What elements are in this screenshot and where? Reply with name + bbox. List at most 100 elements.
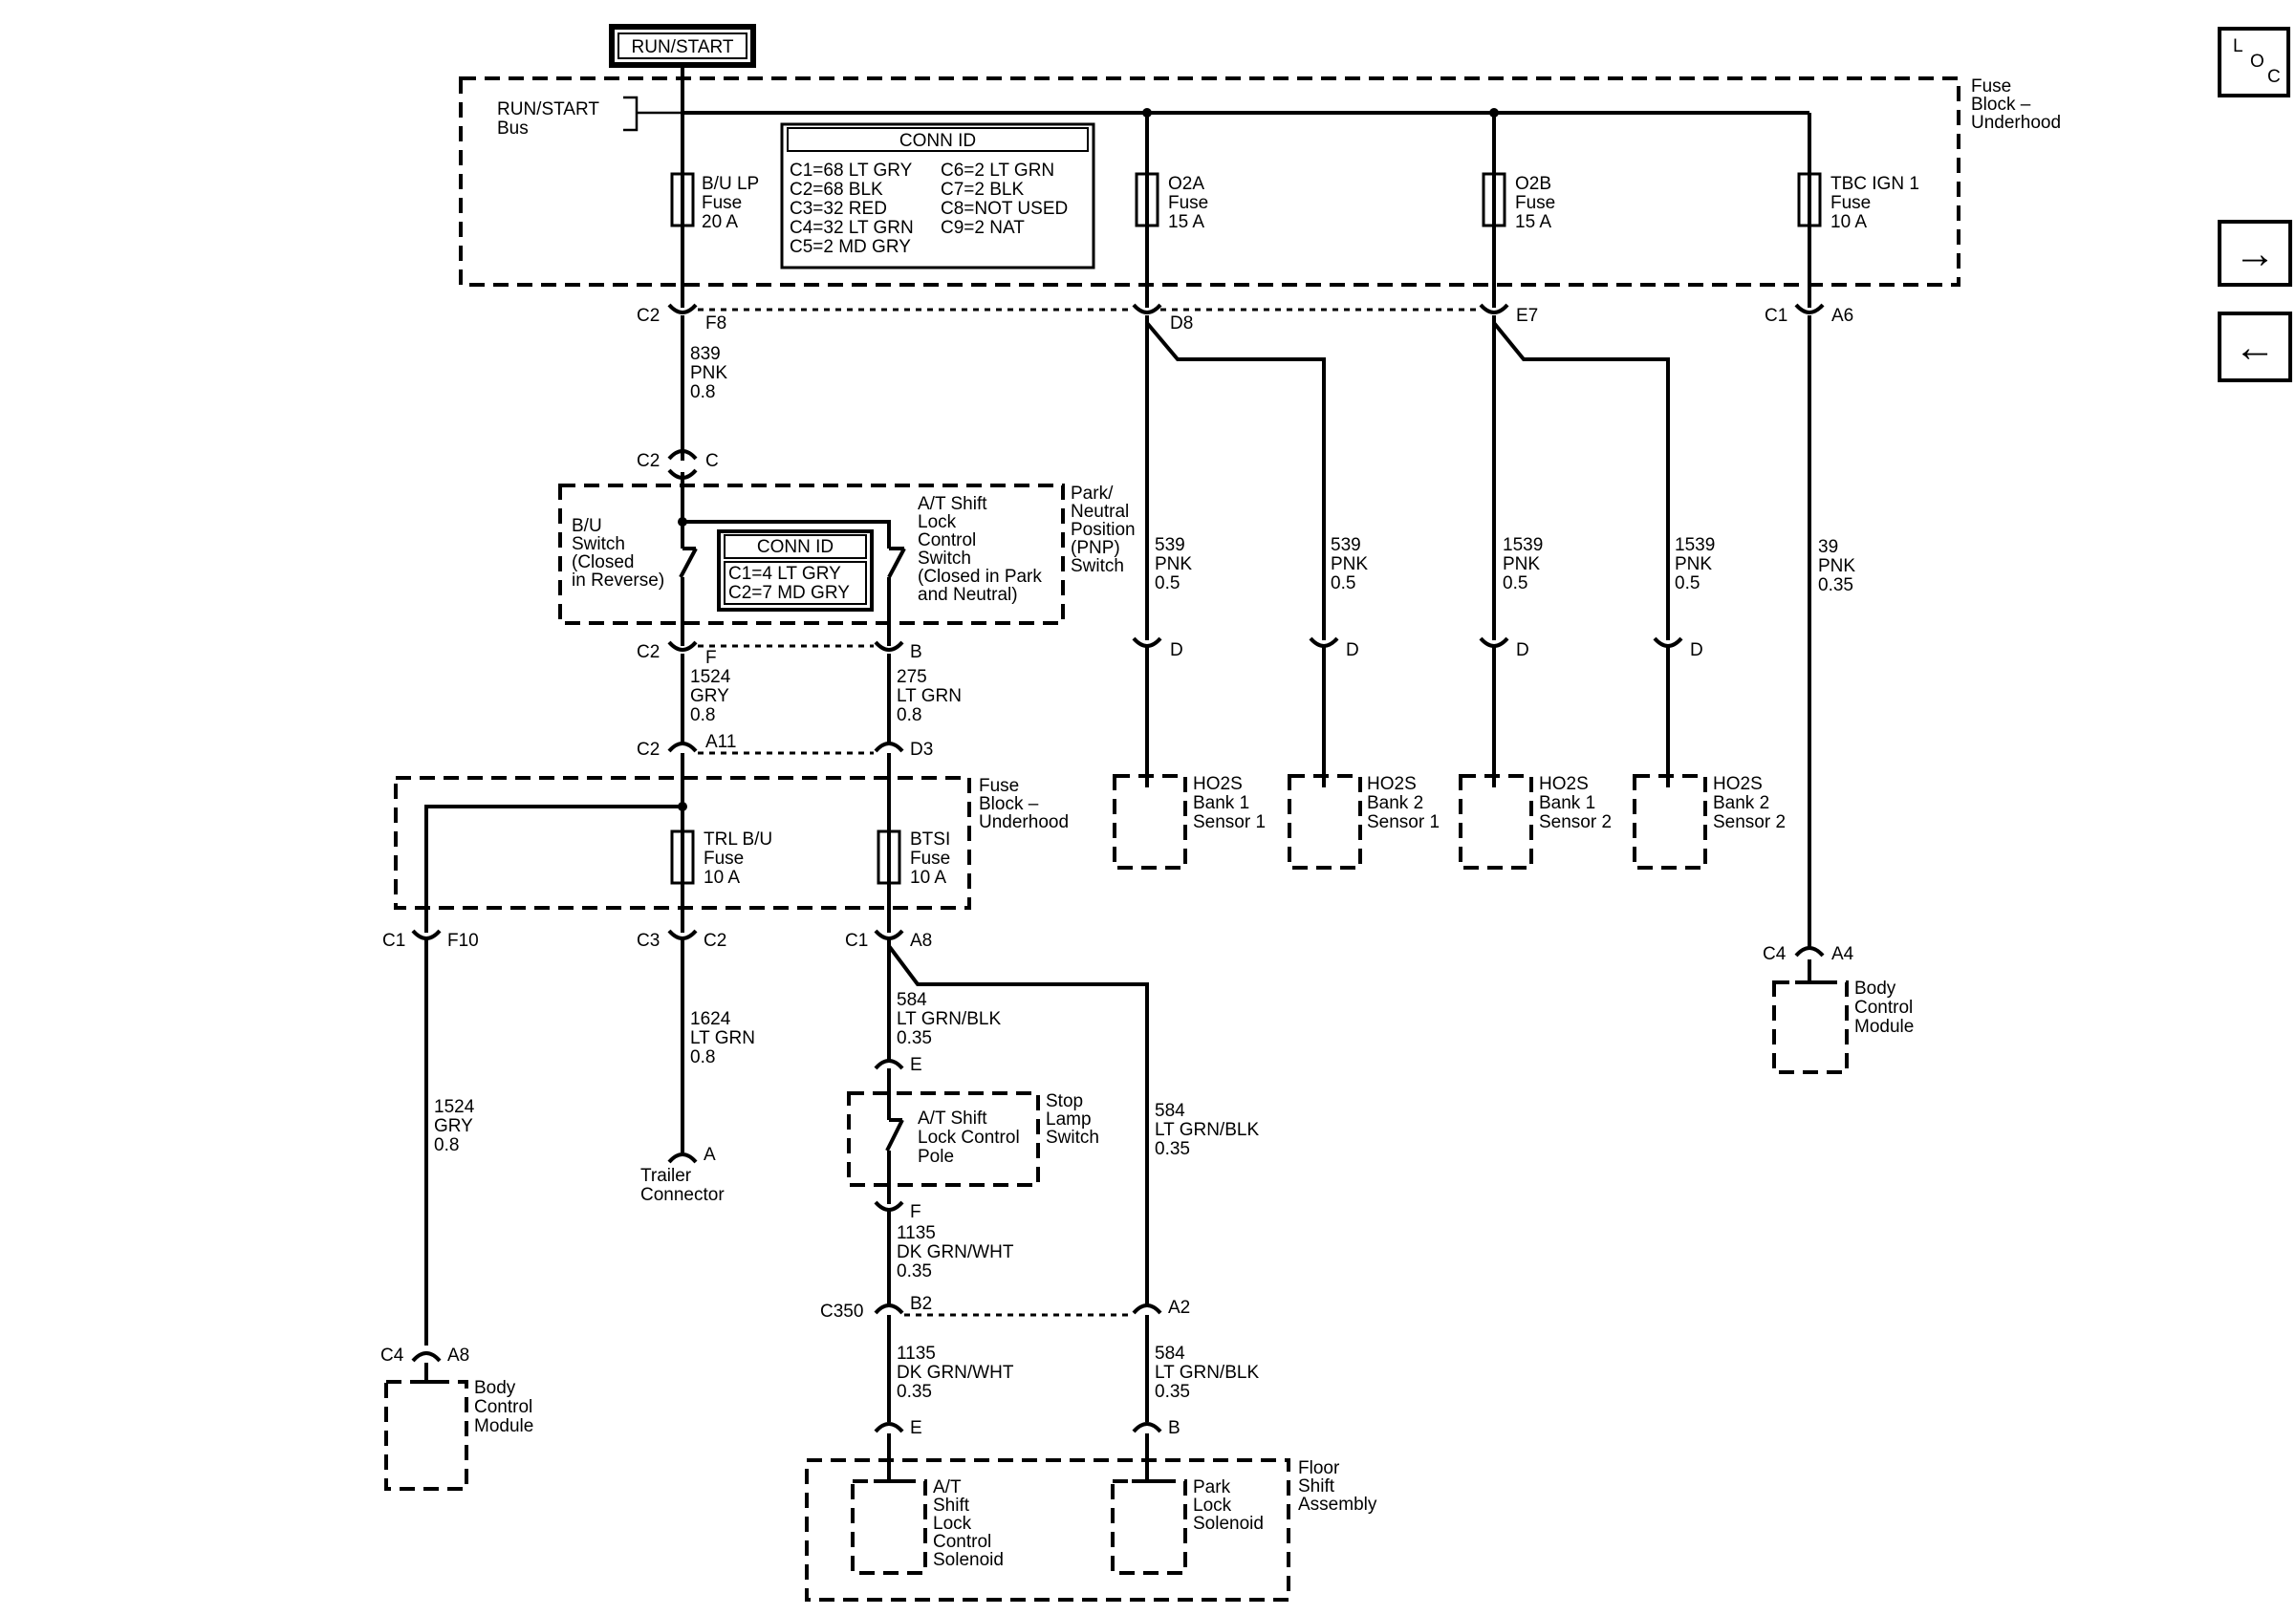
connector-trailer-a (667, 1152, 698, 1164)
sensor-label: Bank 2 (1713, 793, 1769, 813)
wire-label: LT GRN (897, 686, 962, 706)
connector-label: A8 (447, 1346, 469, 1366)
bcm-label: Body (474, 1378, 516, 1398)
sensor-ho2s-bank2-sensor1: HO2S Bank 2 Sensor 1 (1288, 646, 1440, 870)
wire-label: 0.5 (1331, 573, 1355, 593)
conn-id-row: C1=68 LT GRY (790, 161, 913, 181)
shift-switch-label: and Neutral) (918, 585, 1018, 605)
fuse-rating: 15 A (1168, 212, 1204, 232)
conn-id-row: C8=NOT USED (941, 199, 1068, 219)
pole-label: A/T Shift (918, 1109, 987, 1129)
forward-button[interactable]: → (2218, 220, 2292, 287)
stop-lamp-label: Switch (1046, 1128, 1099, 1148)
fuse-block-top-outline (459, 76, 1960, 287)
wire-label: 539 (1155, 535, 1185, 555)
arrow-right-icon: → (2234, 230, 2276, 277)
fuse-word: Fuse (1515, 193, 1555, 213)
floor-shift-label: Floor (1298, 1458, 1340, 1478)
connector-d3 (874, 742, 904, 753)
solenoid-label: Solenoid (933, 1550, 1004, 1570)
bcm-label: Module (1854, 1017, 1914, 1037)
connector-c4-a4 (1794, 946, 1825, 958)
connector-label: D (1516, 640, 1529, 660)
connector-label: D3 (910, 740, 933, 760)
conn-id-pnp: CONN ID C1=4 LT GRY C2=7 MD GRY (717, 529, 874, 612)
wire-label: 0.8 (690, 382, 715, 402)
fuse-tbc-ign1: TBC IGN 1 Fuse 10 A (1797, 113, 1919, 232)
fuse-rating: 10 A (910, 868, 946, 888)
wire-label: 584 (897, 990, 927, 1010)
floor-shift-label: Assembly (1298, 1495, 1377, 1515)
conn-id-row: C5=2 MD GRY (790, 237, 911, 257)
bu-switch-label: in Reverse) (572, 571, 664, 591)
bus-label-2: Bus (497, 118, 529, 139)
connector-label: C4 (1763, 944, 1787, 964)
connector-e-floor (874, 1422, 904, 1433)
wire-label: LT GRN/BLK (897, 1009, 1001, 1029)
wire-label: 0.5 (1675, 573, 1700, 593)
fuse-word: Fuse (704, 849, 744, 869)
fuse-word: Fuse (702, 193, 742, 213)
wire-label: 839 (690, 344, 721, 364)
sensor-label: HO2S (1713, 774, 1763, 794)
conn-id-row: C3=32 RED (790, 199, 887, 219)
fuse-o2b: O2B Fuse 15 A (1482, 113, 1555, 232)
solenoid-label: A/T (933, 1477, 962, 1497)
pnp-label: Neutral (1071, 502, 1129, 522)
stop-lamp-label: Lamp (1046, 1109, 1092, 1130)
fuse-word: Fuse (1168, 193, 1208, 213)
bcm-label: Body (1854, 979, 1896, 999)
connector-label: C2 (637, 306, 660, 326)
wire-label: 584 (1155, 1101, 1185, 1121)
sensor-ho2s-bank1-sensor1: HO2S Bank 1 Sensor 1 (1113, 646, 1266, 870)
shift-switch-label: Control (918, 530, 976, 550)
sensor-ho2s-bank2-sensor2: HO2S Bank 2 Sensor 2 (1633, 646, 1786, 870)
shift-switch-label: A/T Shift (918, 494, 987, 514)
connector-e7 (1479, 303, 1509, 314)
fuse-word: Fuse (1830, 193, 1871, 213)
shift-switch-label: (Closed in Park (918, 567, 1042, 587)
floor-shift-assembly-outline (805, 1458, 1290, 1602)
conn-id-row: C4=32 LT GRN (790, 218, 914, 238)
fuse-block-top-label-1: Fuse (1971, 76, 2011, 97)
solenoid-label: Solenoid (1193, 1514, 1264, 1534)
wire-label: GRY (690, 686, 729, 706)
sensor-label: Sensor 2 (1713, 812, 1786, 832)
wire-label: GRY (434, 1116, 473, 1136)
fuse-block-mid-label: Block – (979, 794, 1039, 814)
connector-c4-a8 (411, 1351, 442, 1363)
wire-label: 584 (1155, 1344, 1185, 1364)
solenoid-label: Lock (933, 1514, 972, 1534)
wire-label: 39 (1818, 537, 1838, 557)
connector-label: A (704, 1145, 716, 1165)
shift-lock-control-solenoid: A/T Shift Lock Control Solenoid (851, 1433, 1004, 1575)
floor-shift-label: Shift (1298, 1476, 1335, 1497)
sensor-label: HO2S (1193, 774, 1243, 794)
conn-id-pnp-title: CONN ID (757, 537, 834, 557)
fuse-word: Fuse (910, 849, 950, 869)
conn-id-row: C9=2 NAT (941, 218, 1025, 238)
pole-label: Lock Control (918, 1128, 1020, 1148)
sensor-label: Bank 2 (1367, 793, 1423, 813)
sensor-label: HO2S (1539, 774, 1589, 794)
fuse-rating: 20 A (702, 212, 738, 232)
wire-label: 1135 (897, 1344, 936, 1364)
connector-label: F (705, 648, 717, 668)
connector-label: C4 (380, 1346, 404, 1366)
connector-label: E7 (1516, 306, 1538, 326)
conn-id-top-title: CONN ID (899, 131, 976, 151)
back-button[interactable]: ← (2218, 312, 2292, 382)
wire-label: 0.8 (690, 1047, 715, 1067)
wire-label: 275 (897, 667, 927, 687)
park-lock-solenoid: Park Lock Solenoid (1111, 1433, 1264, 1575)
connector-label: D (1170, 640, 1183, 660)
shift-switch-label: Switch (918, 549, 971, 569)
connector-label: B (910, 642, 922, 662)
wire-label: 0.8 (434, 1135, 459, 1155)
loc-button[interactable]: L O C (2218, 27, 2290, 97)
connector-c2-c-top (667, 449, 698, 461)
power-source-label: RUN/START (632, 37, 734, 57)
connector-label: E (910, 1055, 922, 1075)
wire-label: LT GRN/BLK (1155, 1120, 1259, 1140)
conn-id-row: C2=68 BLK (790, 180, 883, 200)
